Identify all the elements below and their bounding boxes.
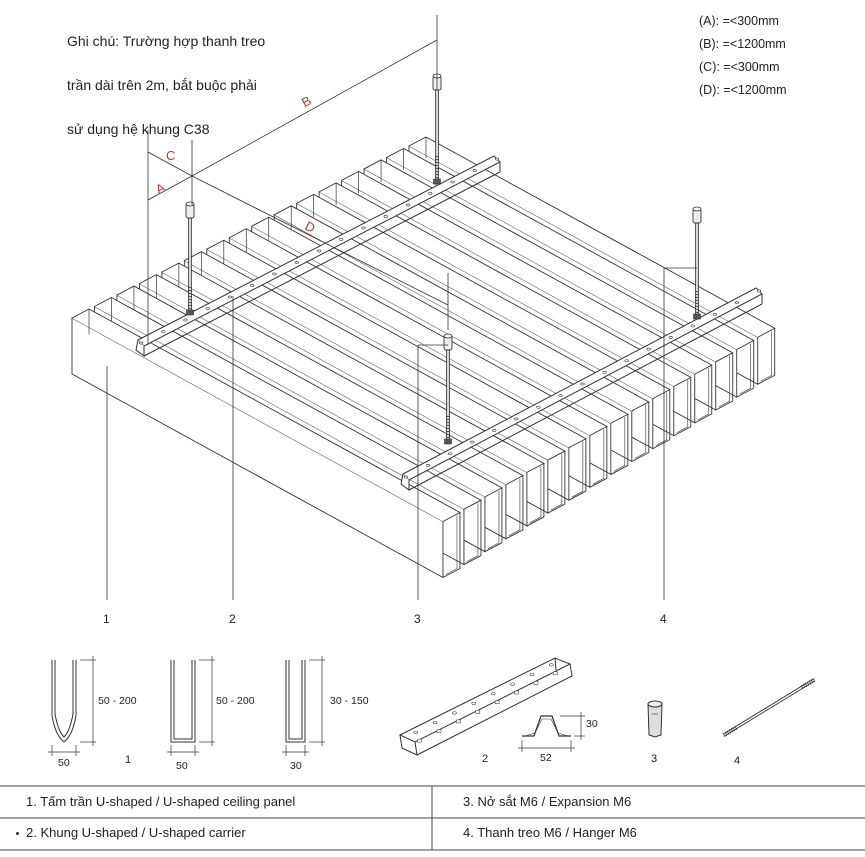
detail2-width: 50 bbox=[176, 760, 188, 772]
detail1-width: 50 bbox=[58, 757, 70, 769]
detail3-width: 30 bbox=[290, 760, 302, 772]
dim-b-text: (B): =<1200mm bbox=[699, 37, 786, 51]
dim-label-c: C bbox=[166, 148, 175, 163]
u-shaped-panels bbox=[71, 136, 776, 579]
dim-d-text: (D): =<1200mm bbox=[699, 83, 787, 97]
parts-legend-table: 1. Tấm trần U-shaped / U-shaped ceiling … bbox=[0, 786, 865, 853]
carrier-rail bbox=[135, 155, 501, 357]
hanger-rod bbox=[443, 333, 453, 445]
detail1-height: 50 - 200 bbox=[98, 695, 137, 707]
detail-panel-u-profile bbox=[167, 656, 215, 756]
dim-c-text: (C): =<300mm bbox=[699, 60, 780, 74]
detail-carrier-rail bbox=[398, 657, 585, 756]
bullet-dot-icon bbox=[16, 832, 19, 835]
callout-1: 1 bbox=[103, 612, 110, 626]
callout-4: 4 bbox=[660, 612, 667, 626]
carrier-rail bbox=[400, 287, 763, 491]
detail-hanger-rod bbox=[722, 677, 816, 738]
detail1-num: 1 bbox=[125, 754, 131, 766]
anchor-num: 3 bbox=[651, 753, 657, 765]
detail-panel-v-profile bbox=[48, 656, 96, 756]
detail-expansion-anchor bbox=[647, 700, 663, 738]
legend-item-panel: 1. Tấm trần U-shaped / U-shaped ceiling … bbox=[26, 794, 296, 809]
carrier-width: 52 bbox=[540, 752, 552, 764]
legend-item-carrier: 2. Khung U-shaped / U-shaped carrier bbox=[26, 825, 246, 840]
carrier-height: 30 bbox=[586, 718, 598, 730]
u-shaped-carriers bbox=[135, 155, 763, 491]
legend-item-hanger: 4. Thanh treo M6 / Hanger M6 bbox=[463, 825, 637, 840]
callout-leaders: 1 2 3 4 bbox=[103, 267, 697, 626]
u-panel bbox=[71, 308, 461, 579]
carrier-num: 2 bbox=[482, 753, 488, 765]
note-line-2: trần dài trên 2m, bắt buộc phải bbox=[67, 77, 257, 93]
footer-table-grid bbox=[0, 785, 865, 851]
dim-label-a: A bbox=[153, 180, 168, 197]
note-line-3: sử dụng hệ khung C38 bbox=[67, 121, 210, 137]
callout-3: 3 bbox=[414, 612, 421, 626]
detail2-height: 50 - 200 bbox=[216, 695, 255, 707]
hanger-rod bbox=[692, 206, 702, 320]
hanger-num: 4 bbox=[734, 755, 740, 767]
callout-2: 2 bbox=[229, 612, 236, 626]
dimension-legend: (A): =<300mm (B): =<1200mm (C): =<300mm … bbox=[699, 10, 787, 102]
note-line-1: Ghi chú: Trường hợp thanh treo bbox=[67, 33, 266, 49]
detail-panel-u-small bbox=[282, 656, 325, 756]
detail3-height: 30 - 150 bbox=[330, 695, 369, 707]
legend-item-expansion: 3. Nở sắt M6 / Expansion M6 bbox=[463, 794, 632, 809]
dim-a-text: (A): =<300mm bbox=[699, 14, 779, 28]
installation-note: Ghi chú: Trường hợp thanh treo trần dài … bbox=[67, 8, 327, 162]
